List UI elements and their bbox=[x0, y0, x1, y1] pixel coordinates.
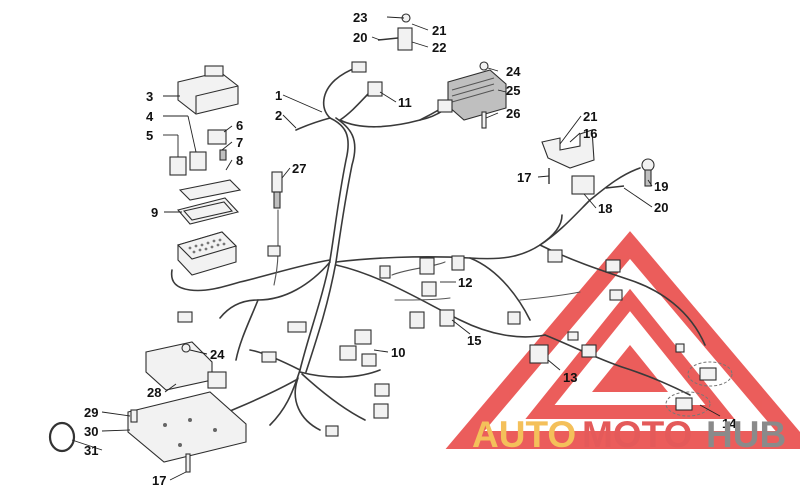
callout-10: 10 bbox=[391, 345, 405, 360]
callout-26: 26 bbox=[506, 106, 520, 121]
watermark-triangle-logo bbox=[445, 231, 800, 449]
callout-27: 27 bbox=[292, 161, 306, 176]
watermark-auto: AUTO bbox=[472, 414, 576, 455]
watermark-hub: HUB bbox=[706, 414, 786, 455]
callout-15: 15 bbox=[467, 333, 481, 348]
clamp-ring bbox=[48, 421, 76, 453]
bracket-top bbox=[377, 13, 413, 51]
callout-25: 25 bbox=[506, 83, 520, 98]
callout-20-top: 20 bbox=[353, 30, 367, 45]
watermark-wordmark: AUTO MOTO HUB bbox=[472, 414, 786, 455]
connector-group-14 bbox=[665, 361, 733, 417]
callout-3: 3 bbox=[146, 89, 153, 104]
callout-9: 9 bbox=[151, 205, 158, 220]
callout-13: 13 bbox=[563, 370, 577, 385]
fuse-box-base bbox=[176, 231, 238, 276]
callout-19: 19 bbox=[654, 179, 668, 194]
callout-16: 16 bbox=[583, 126, 597, 141]
leader-lines bbox=[71, 16, 721, 481]
callout-5: 5 bbox=[146, 128, 153, 143]
regulator-bolts bbox=[479, 61, 489, 129]
callout-31: 31 bbox=[84, 443, 98, 458]
callout-12: 12 bbox=[458, 275, 472, 290]
small-connector-left bbox=[177, 311, 193, 323]
callout-11: 11 bbox=[398, 95, 412, 110]
callout-7: 7 bbox=[236, 135, 243, 150]
fuse-box-cover bbox=[177, 65, 239, 115]
callout-1: 1 bbox=[275, 88, 282, 103]
callout-28: 28 bbox=[147, 385, 161, 400]
callout-4: 4 bbox=[146, 109, 154, 124]
connector-group-10 bbox=[261, 321, 390, 437]
callout-24-top: 24 bbox=[506, 64, 521, 79]
callout-30: 30 bbox=[84, 424, 98, 439]
callout-21-right: 21 bbox=[583, 109, 597, 124]
callout-29: 29 bbox=[84, 405, 98, 420]
sensor-bracket-right bbox=[541, 129, 655, 195]
callout-2: 2 bbox=[275, 108, 282, 123]
callout-24-bottom: 24 bbox=[210, 347, 225, 362]
callout-17-right: 17 bbox=[517, 170, 531, 185]
connector-group-right bbox=[507, 249, 685, 364]
callout-17-bottom: 17 bbox=[152, 473, 166, 488]
connector-group-12 bbox=[379, 255, 465, 329]
callout-labels: 3 4 5 6 7 8 9 1 2 23 20 21 22 11 24 25 2… bbox=[84, 10, 737, 488]
fuse-box-seal bbox=[177, 197, 240, 225]
watermark-moto: MOTO bbox=[582, 414, 692, 455]
ecu-mounting-plate bbox=[127, 391, 247, 473]
lambda-sensor bbox=[267, 171, 283, 257]
callout-8: 8 bbox=[236, 153, 243, 168]
callout-14: 14 bbox=[722, 416, 737, 431]
connector-11 bbox=[351, 61, 383, 97]
voltage-regulator bbox=[437, 69, 507, 121]
callout-21-top: 21 bbox=[432, 23, 446, 38]
callout-20-right: 20 bbox=[654, 200, 668, 215]
callout-22: 22 bbox=[432, 40, 446, 55]
callout-6: 6 bbox=[236, 118, 243, 133]
callout-18: 18 bbox=[598, 201, 612, 216]
callout-23: 23 bbox=[353, 10, 367, 25]
ecu-unit bbox=[145, 341, 227, 391]
fuse-strip bbox=[178, 179, 242, 201]
